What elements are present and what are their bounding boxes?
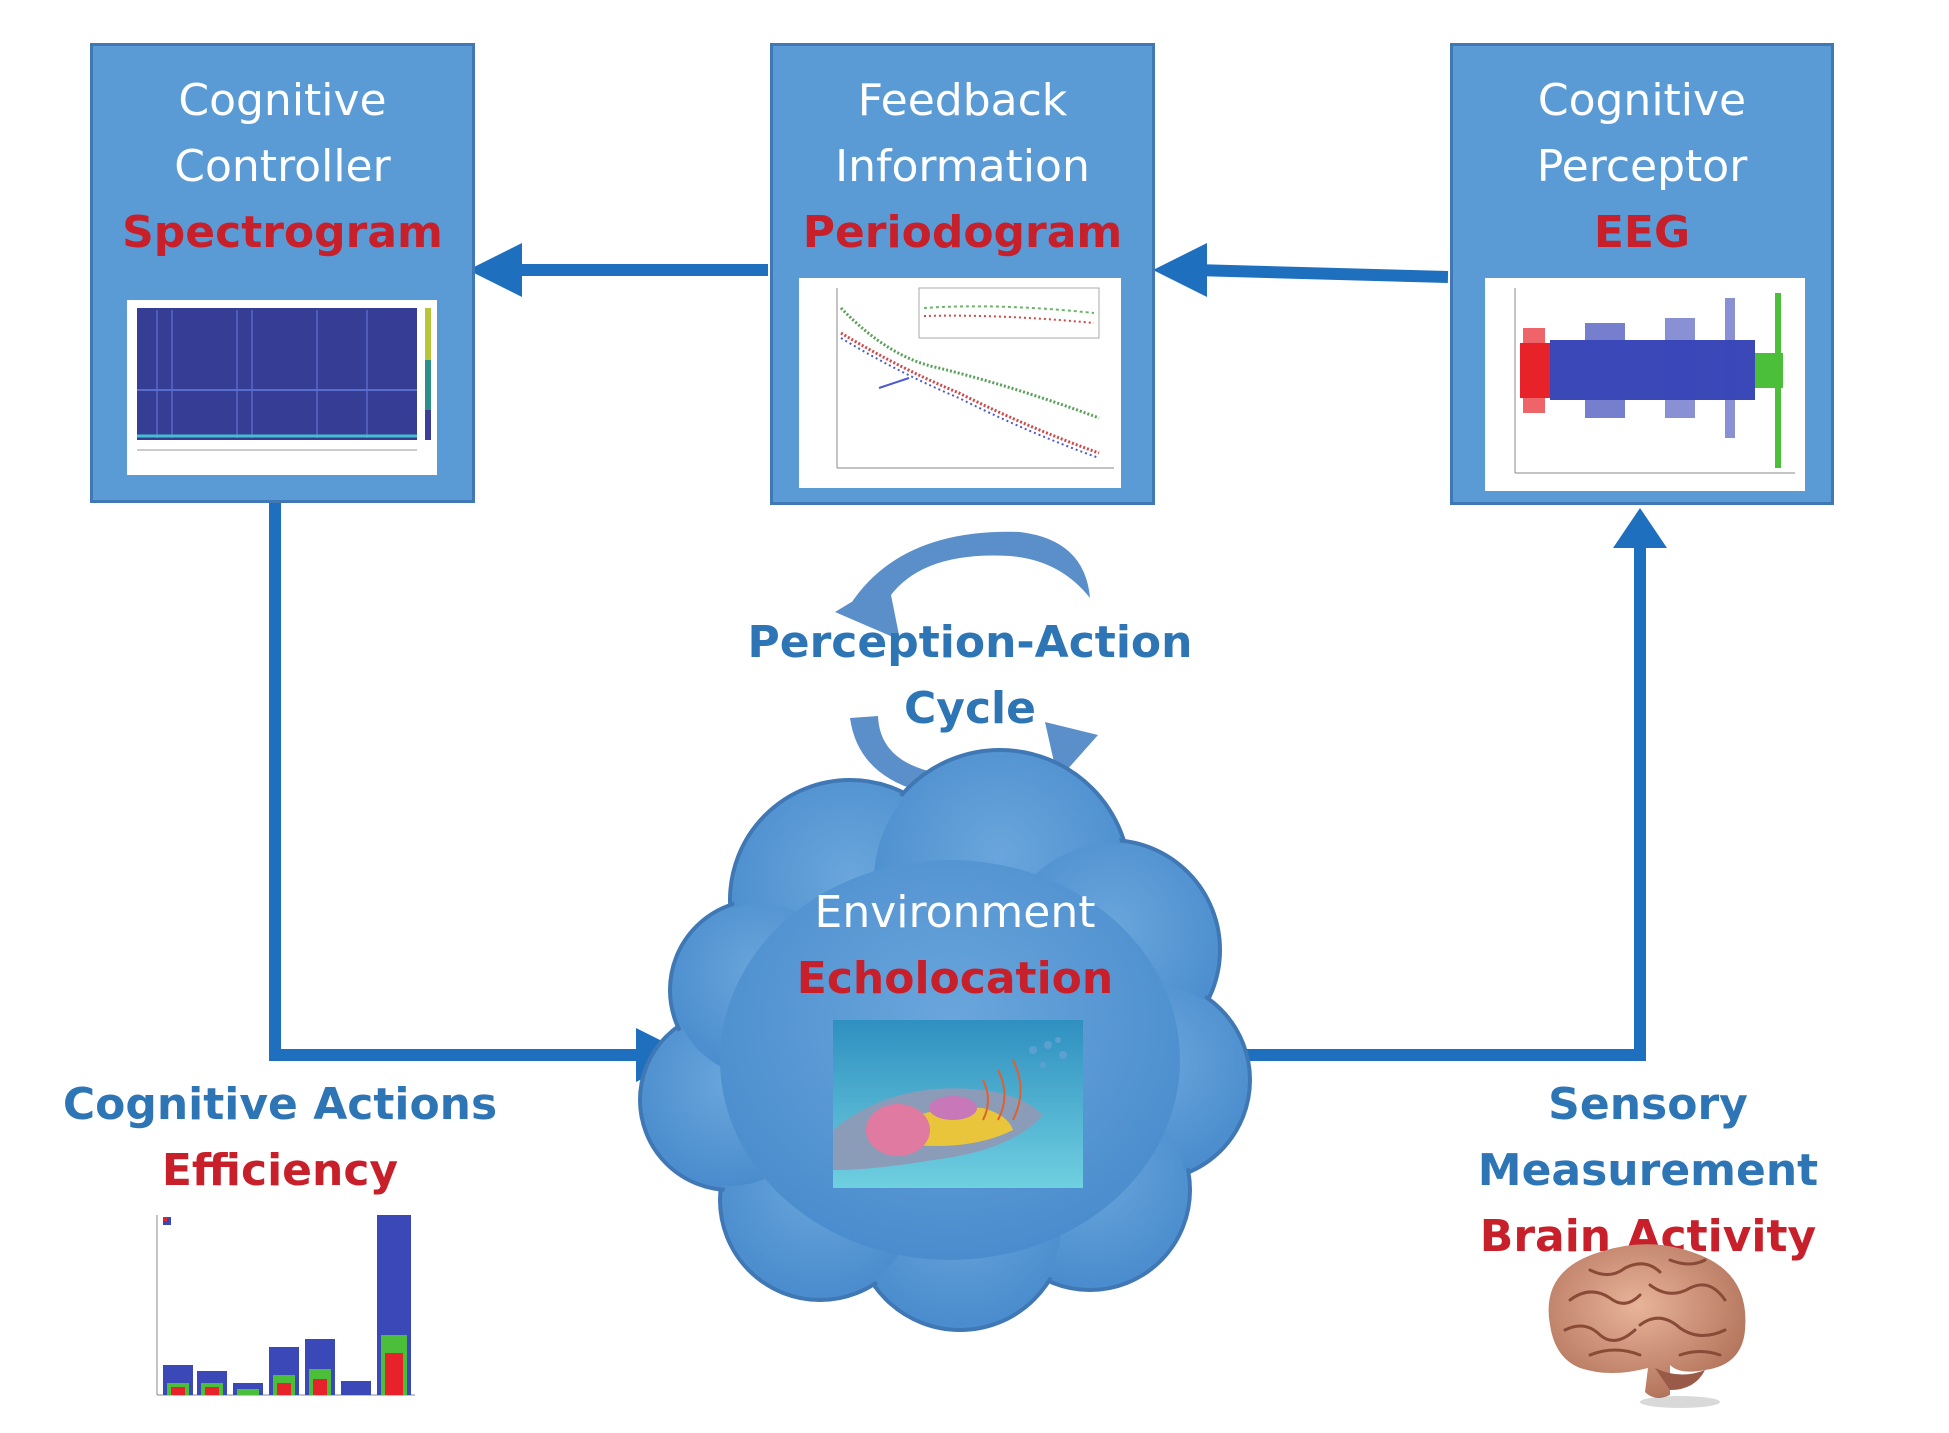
controller-label-red: Spectrogram	[122, 207, 443, 258]
feedback-information-box: Feedback Information Periodogram	[770, 43, 1155, 505]
cognitive-controller-box: Cognitive Controller Spectrogram	[90, 43, 475, 503]
cycle-line1: Perception-Action	[747, 617, 1193, 668]
sensory-blue-text: Sensory Measurement	[1477, 1079, 1819, 1196]
controller-line1: Cognitive	[178, 75, 387, 126]
controller-title: Cognitive Controller Spectrogram	[93, 68, 472, 266]
controller-line2: Controller	[174, 141, 391, 192]
arrow-environment-to-perceptor	[1228, 508, 1667, 1061]
efficiency-chart-thumbnail	[145, 1205, 420, 1405]
periodogram-thumbnail	[799, 278, 1121, 488]
brain-icon	[1548, 1244, 1746, 1408]
environment-line1: Environment	[814, 887, 1096, 938]
feedback-label-red: Periodogram	[802, 207, 1123, 258]
cycle-line2: Cycle	[904, 683, 1036, 734]
cognitive-actions-label: Cognitive Actions Efficiency	[60, 1072, 500, 1204]
actions-blue-text: Cognitive Actions	[62, 1079, 498, 1130]
perceptor-title: Cognitive Perceptor EEG	[1453, 68, 1831, 266]
spectrogram-thumbnail	[127, 300, 437, 475]
arrow-controller-to-environment	[269, 500, 690, 1082]
cognitive-perceptor-box: Cognitive Perceptor EEG	[1450, 43, 1834, 505]
perceptor-line2: Perceptor	[1536, 141, 1748, 192]
perceptor-label-red: EEG	[1593, 207, 1691, 258]
environment-label-red: Echolocation	[796, 953, 1114, 1004]
environment-label: Environment Echolocation	[740, 880, 1170, 1012]
sensory-measurement-label: Sensory Measurement Brain Activity	[1378, 1072, 1918, 1270]
feedback-line2: Information	[835, 141, 1090, 192]
arrow-feedback-to-controller	[468, 243, 768, 297]
arrow-perceptor-to-feedback	[1153, 243, 1449, 297]
feedback-title: Feedback Information Periodogram	[773, 68, 1152, 266]
echolocation-image	[833, 1020, 1083, 1188]
perception-action-cycle-label: Perception-Action Cycle	[740, 610, 1200, 742]
perceptor-line1: Cognitive	[1537, 75, 1747, 126]
actions-red-text: Efficiency	[161, 1145, 399, 1196]
feedback-line1: Feedback	[857, 75, 1068, 126]
eeg-thumbnail	[1485, 278, 1805, 491]
